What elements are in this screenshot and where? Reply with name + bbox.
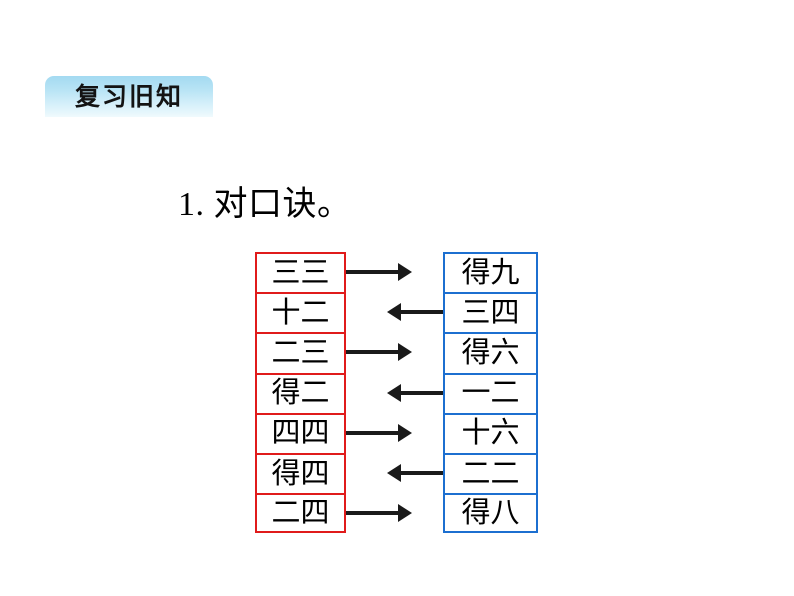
table-row: 三三 得九	[255, 252, 538, 295]
arrow-left-icon	[401, 471, 443, 476]
left-card-3[interactable]: 二三	[255, 332, 346, 375]
left-card-7[interactable]: 二四	[255, 493, 346, 534]
right-card-2[interactable]: 三四	[443, 292, 538, 335]
table-row: 十二 三四	[255, 292, 538, 335]
left-card-6[interactable]: 得四	[255, 452, 346, 496]
arrow-cell-1	[346, 252, 443, 292]
arrow-cell-7	[346, 493, 443, 533]
arrow-cell-3	[346, 332, 443, 372]
arrow-cell-5	[346, 413, 443, 453]
arrow-cell-4	[346, 373, 443, 413]
table-row: 二四 得八	[255, 493, 538, 534]
table-row: 得四 二二	[255, 452, 538, 496]
arrow-left-icon	[401, 310, 443, 315]
table-row: 二三 得六	[255, 332, 538, 375]
left-card-4[interactable]: 得二	[255, 372, 346, 415]
left-card-2[interactable]: 十二	[255, 292, 346, 335]
left-card-5[interactable]: 四四	[255, 412, 346, 455]
arrow-right-icon	[346, 270, 398, 275]
right-card-1[interactable]: 得九	[443, 252, 538, 295]
right-card-7[interactable]: 得八	[443, 493, 538, 534]
right-card-5[interactable]: 十六	[443, 412, 538, 455]
arrow-right-icon	[346, 511, 398, 516]
right-card-6[interactable]: 二二	[443, 452, 538, 496]
section-badge: 复习旧知	[45, 76, 213, 117]
arrow-cell-6	[346, 453, 443, 493]
arrow-cell-2	[346, 292, 443, 332]
table-row: 四四 十六	[255, 412, 538, 455]
arrow-right-icon	[346, 350, 398, 355]
section-badge-label: 复习旧知	[74, 82, 183, 111]
right-card-3[interactable]: 得六	[443, 332, 538, 375]
matching-exercise: 三三 得九 十二 三四 二三 得六 得二 一二 四四 十六 得四	[255, 252, 538, 534]
left-card-1[interactable]: 三三	[255, 252, 346, 295]
page-title: 1. 对口诀。	[178, 186, 352, 223]
arrow-left-icon	[401, 390, 443, 395]
table-row: 得二 一二	[255, 372, 538, 415]
arrow-right-icon	[346, 430, 398, 435]
right-card-4[interactable]: 一二	[443, 372, 538, 415]
